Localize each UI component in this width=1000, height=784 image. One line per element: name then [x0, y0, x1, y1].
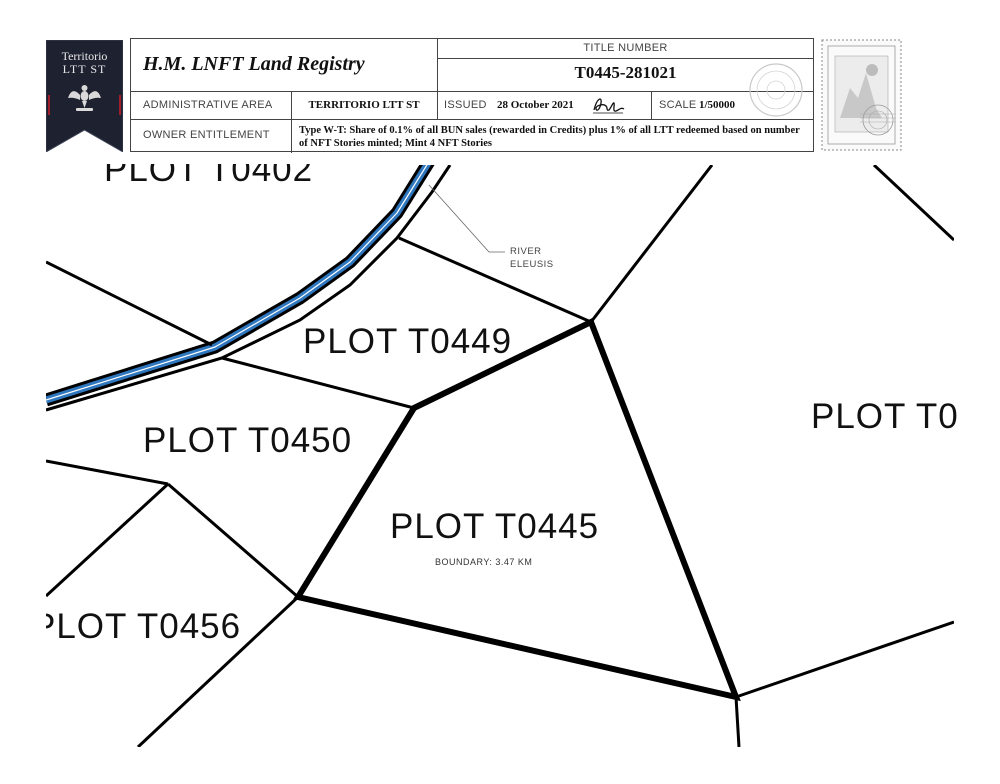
owner-entitlement-value: Type W-T: Share of 0.1% of all BUN sales…	[299, 125, 800, 149]
plot-label-partial-right[interactable]: PLOT T0	[811, 397, 959, 436]
title-number-value: T0445-281021	[574, 63, 677, 82]
administrative-area-label: ADMINISTRATIVE AREA	[143, 99, 273, 111]
scale-label: SCALE	[659, 99, 697, 111]
scale-value: 1/50000	[699, 99, 736, 111]
river-label-line1: RIVER	[510, 246, 542, 257]
owner-entitlement-label: OWNER ENTITLEMENT	[143, 129, 270, 141]
eagle-crest-icon	[68, 85, 101, 111]
boundary-line	[46, 260, 213, 347]
registry-seal-icon	[749, 63, 803, 117]
plot-t0445-boundary	[293, 317, 741, 702]
issued-value: 28 October 2021	[497, 99, 574, 111]
issued-label: ISSUED	[444, 99, 487, 111]
issuer-signature	[593, 98, 625, 114]
title-header-table: H.M. LNFT Land Registry TITLE NUMBER T04…	[130, 38, 814, 153]
banner-text-territorio: Territorio	[61, 49, 108, 63]
registry-title: H.M. LNFT Land Registry	[143, 53, 365, 75]
boundary-line	[46, 459, 169, 486]
plot-label-t0445[interactable]: PLOT T0445	[390, 507, 600, 546]
river-leader-line	[428, 184, 505, 253]
boundary-line	[46, 165, 452, 412]
plot-label-t0456[interactable]: PLOT T0456	[32, 607, 242, 646]
boundary-line	[734, 696, 741, 747]
banner-shape	[45, 39, 124, 153]
river-label-line2: ELEUSIS	[510, 259, 554, 270]
title-number-label: TITLE NUMBER	[583, 42, 668, 54]
plot-label-t0449[interactable]: PLOT T0449	[303, 322, 513, 361]
boundary-line	[46, 482, 170, 598]
administrative-area-value: TERRITORIO LTT ST	[308, 99, 420, 111]
river-label: RIVER ELEUSIS	[510, 245, 554, 271]
plot-label-t0402[interactable]: PLOT T0402	[104, 150, 314, 189]
plot-label-t0450[interactable]: PLOT T0450	[143, 421, 353, 460]
boundary-line	[167, 482, 299, 599]
boundary-line	[398, 236, 592, 324]
river-eleusis-fill	[46, 165, 432, 404]
boundary-length-label: BOUNDARY: 3.47 KM	[435, 557, 533, 567]
boundary-line	[136, 595, 300, 747]
boundary-line	[221, 356, 415, 410]
river-eleusis	[46, 165, 435, 407]
territory-banner-emblem: Territorio LTT ST	[45, 39, 124, 153]
boundary-line	[735, 620, 954, 699]
boundary-line	[589, 165, 714, 323]
banner-text-ltt-st: LTT ST	[62, 62, 107, 76]
boundary-line	[872, 165, 954, 242]
postage-stamp-icon	[821, 39, 902, 151]
